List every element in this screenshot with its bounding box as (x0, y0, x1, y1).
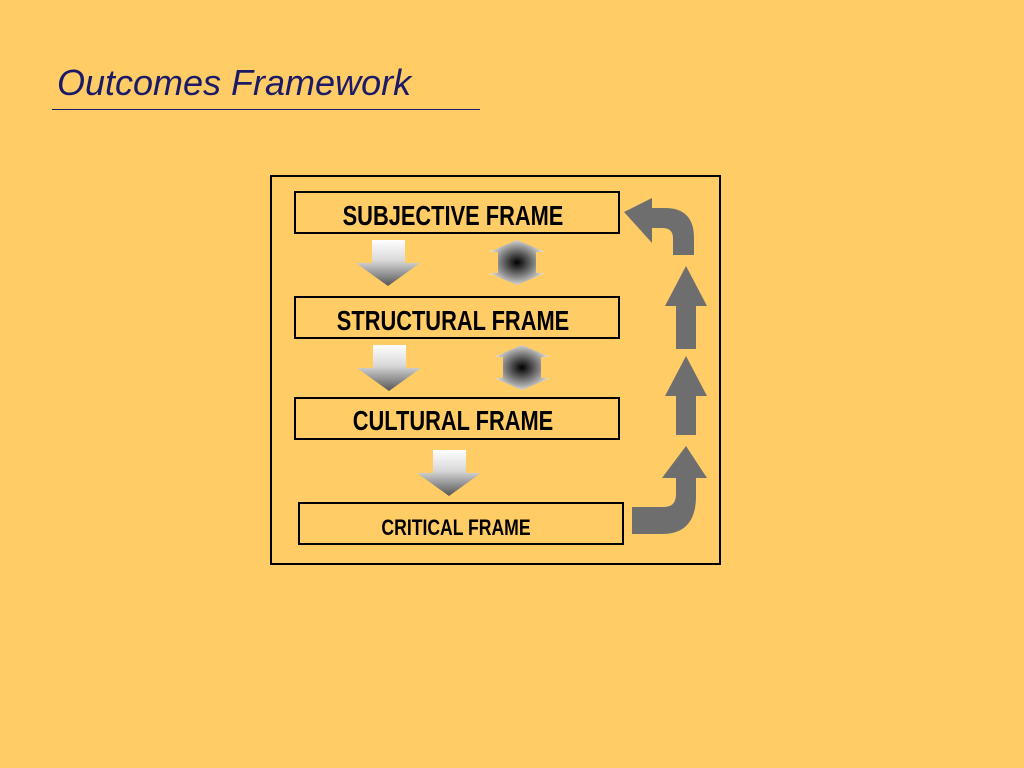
title-underline (52, 109, 480, 110)
down-arrow-icon (417, 450, 481, 496)
double-arrow-icon (494, 345, 550, 390)
outer-frame-border (270, 175, 721, 565)
down-arrow-icon (357, 345, 421, 391)
slide-title: Outcomes Framework (57, 62, 412, 103)
frame-box-subjective (294, 191, 620, 234)
frame-label-structural: STRUCTURAL FRAME (337, 305, 569, 336)
frame-label-cultural: CULTURAL FRAME (353, 405, 553, 436)
frame-label-critical: CRITICAL FRAME (381, 516, 530, 540)
feedback-arrow-icon (624, 198, 707, 534)
down-arrow-icon (356, 240, 420, 286)
frame-label-subjective: SUBJECTIVE FRAME (343, 200, 564, 231)
double-arrow-icon (489, 240, 545, 285)
frame-box-critical (298, 502, 624, 545)
frame-box-structural (294, 296, 620, 339)
frame-box-cultural (294, 397, 620, 440)
